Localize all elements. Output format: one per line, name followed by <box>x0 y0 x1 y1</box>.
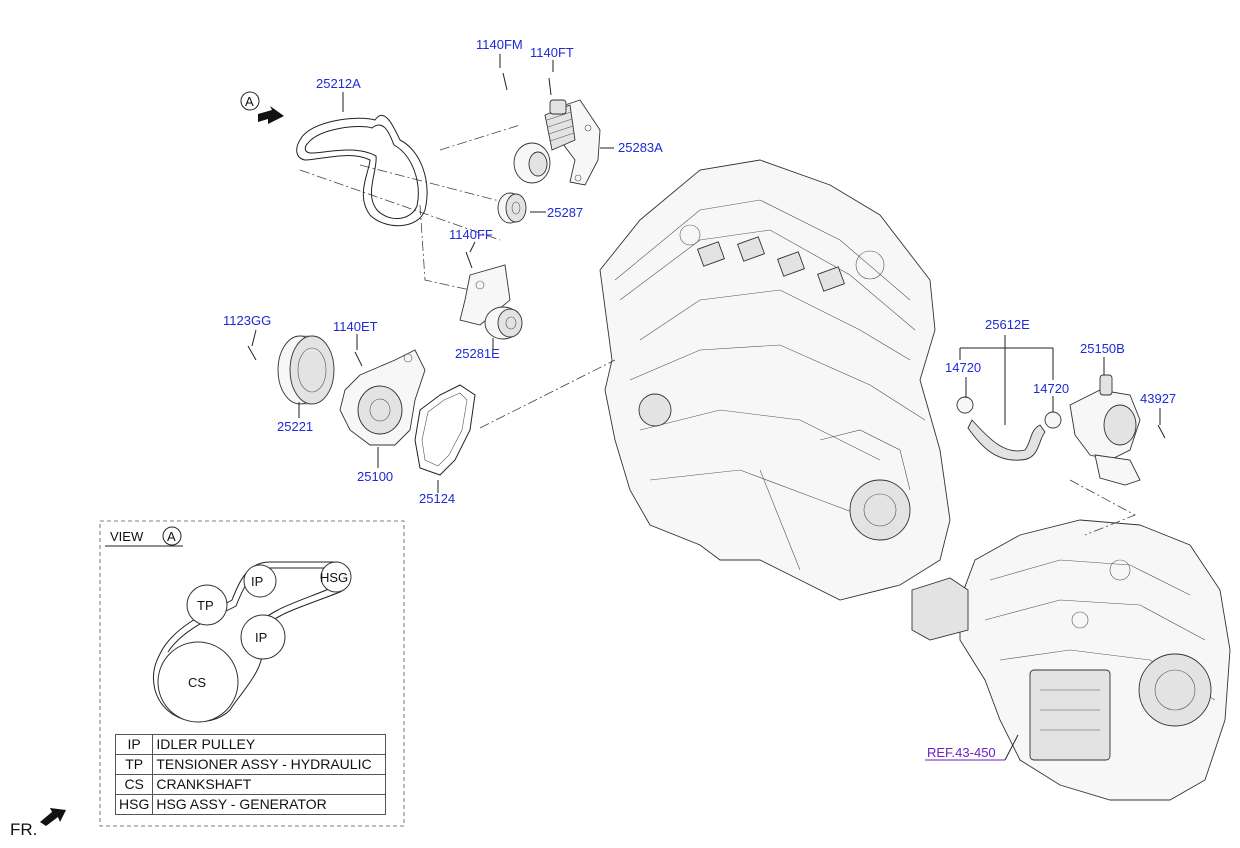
hsg-generator <box>1069 374 1141 486</box>
legend-row: CS CRANKSHAFT <box>114 774 387 795</box>
label-25281e[interactable]: 25281E <box>455 346 500 361</box>
pulley-cs-label: CS <box>188 675 206 690</box>
label-43927[interactable]: 43927 <box>1140 391 1176 406</box>
ref-link[interactable]: REF.43-450 <box>927 745 996 760</box>
label-25212a[interactable]: 25212A <box>316 76 361 91</box>
pulley-25221 <box>277 335 335 405</box>
water-pump <box>339 349 426 446</box>
ref-link-group[interactable]: REF.43-450 <box>925 745 1005 761</box>
gasket <box>414 384 476 476</box>
transmission <box>911 519 1231 801</box>
front-label: FR. <box>10 820 37 839</box>
view-marker-letter: A <box>167 529 176 544</box>
legend-desc: HSG ASSY - GENERATOR <box>152 794 387 815</box>
legend-desc: TENSIONER ASSY - HYDRAULIC <box>152 754 387 775</box>
label-1123gg[interactable]: 1123GG <box>223 313 271 328</box>
leader-lines <box>299 124 1136 536</box>
label-14720-left[interactable]: 14720 <box>945 360 981 375</box>
label-1140ff[interactable]: 1140FF <box>449 227 493 242</box>
legend-code: HSG <box>114 794 154 815</box>
label-14720-right[interactable]: 14720 <box>1033 381 1069 396</box>
idler-pulley <box>497 192 527 224</box>
view-a-marker: A <box>240 91 284 124</box>
label-1140fm[interactable]: 1140FM <box>476 37 523 52</box>
label-1140et[interactable]: 1140ET <box>333 319 378 334</box>
label-25150b[interactable]: 25150B <box>1080 341 1125 356</box>
legend-table: IP IDLER PULLEY TP TENSIONER ASSY - HYDR… <box>114 734 387 815</box>
legend-desc: IDLER PULLEY <box>152 734 387 755</box>
legend-code: CS <box>114 774 154 795</box>
view-title: VIEW <box>110 529 144 544</box>
legend-code: TP <box>114 754 154 775</box>
label-1140ft[interactable]: 1140FT <box>530 45 574 60</box>
pulley-ip-mid-label: IP <box>255 630 267 645</box>
view-a-letter: A <box>245 94 254 109</box>
label-leaders <box>251 54 1161 761</box>
hose-assy <box>956 396 1062 461</box>
pulley-tp-label: TP <box>197 598 214 613</box>
engine-block <box>599 159 951 601</box>
tensioner-assy <box>513 99 601 186</box>
pulley-hsg-label: HSG <box>320 570 348 585</box>
front-indicator: FR. <box>10 808 66 839</box>
label-25124[interactable]: 25124 <box>419 491 455 506</box>
part-labels: 1140FM 1140FT 25212A 25283A 25287 1140FF… <box>223 37 1176 506</box>
view-arrow-icon <box>258 106 284 124</box>
bolts <box>247 72 1166 439</box>
label-25612e[interactable]: 25612E <box>985 317 1030 332</box>
label-25287[interactable]: 25287 <box>547 205 583 220</box>
legend-row: TP TENSIONER ASSY - HYDRAULIC <box>114 754 387 775</box>
label-25100[interactable]: 25100 <box>357 469 393 484</box>
pulley-ip-top-label: IP <box>251 574 263 589</box>
idler-bracket <box>459 264 523 340</box>
front-arrow-icon <box>40 808 66 826</box>
legend-desc: CRANKSHAFT <box>152 774 387 795</box>
drive-belt <box>296 114 428 227</box>
view-a-box: VIEW A TP IP HSG IP CS <box>99 520 405 827</box>
legend-code: IP <box>114 734 154 755</box>
label-25221[interactable]: 25221 <box>277 419 313 434</box>
legend-row: HSG HSG ASSY - GENERATOR <box>114 794 387 815</box>
label-25283a[interactable]: 25283A <box>618 140 663 155</box>
legend-row: IP IDLER PULLEY <box>114 734 387 755</box>
